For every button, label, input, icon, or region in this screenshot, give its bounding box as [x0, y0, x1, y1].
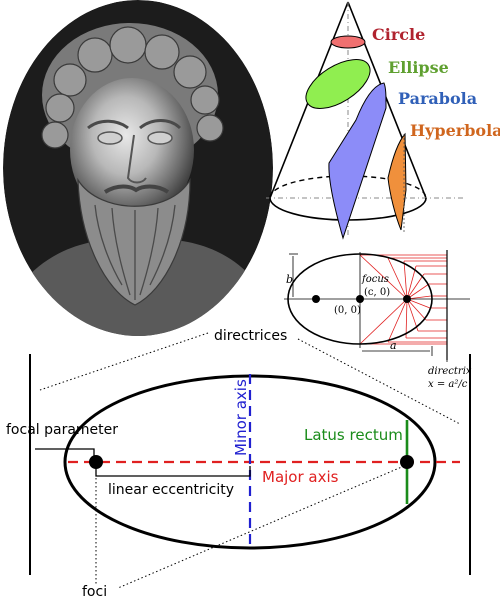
focus-rays [359, 254, 432, 345]
linear-eccentricity-bracket [95, 466, 251, 477]
parabola-label: Parabola [398, 89, 477, 108]
linear-eccentricity-label: linear eccentricity [108, 482, 234, 498]
foci-label: foci [82, 584, 107, 600]
apollonius-bust-portrait [3, 0, 273, 336]
hyperbola-section [387, 132, 407, 231]
directrix-title: directrix [428, 366, 472, 377]
focal-parameter-label: focal parameter [6, 422, 118, 438]
directrices-label: directrices [214, 328, 287, 344]
major-axis-label: Major axis [262, 468, 339, 486]
focus-point [403, 295, 411, 303]
parabola-section [328, 82, 387, 240]
origin-label: (0, 0) [334, 305, 361, 316]
directrix-equation: x = a²/c [428, 379, 468, 390]
latus-rectum-label: Latus rectum [304, 426, 403, 444]
ellipse-section [305, 59, 371, 109]
ellipse-anatomy-diagram: directrices foci focal parameter linear … [6, 328, 471, 600]
hyperbola-label: Hyperbola [410, 121, 500, 140]
focus-coords: (c, 0) [364, 287, 390, 298]
b-label: b [286, 273, 293, 286]
left-focus-point [312, 295, 320, 303]
right-focus [400, 455, 414, 469]
cone-right-edge [347, 1, 427, 199]
focus-title: focus [361, 274, 389, 285]
a-label: a [390, 339, 397, 352]
center-point [356, 295, 364, 303]
circle-section [330, 35, 366, 49]
focus-directrix-diagram: b a (0, 0) focus (c, 0) directrix x = a²… [284, 250, 472, 390]
directrices-leader-right [297, 338, 461, 425]
ellipse-label: Ellipse [388, 58, 449, 77]
minor-axis-label: Minor axis [232, 379, 250, 456]
directrices-leader-left [39, 332, 209, 391]
left-focus [89, 455, 103, 469]
cone-diagram: Circle Ellipse Parabola Hyperbola [266, 1, 500, 240]
circle-label: Circle [372, 25, 425, 44]
